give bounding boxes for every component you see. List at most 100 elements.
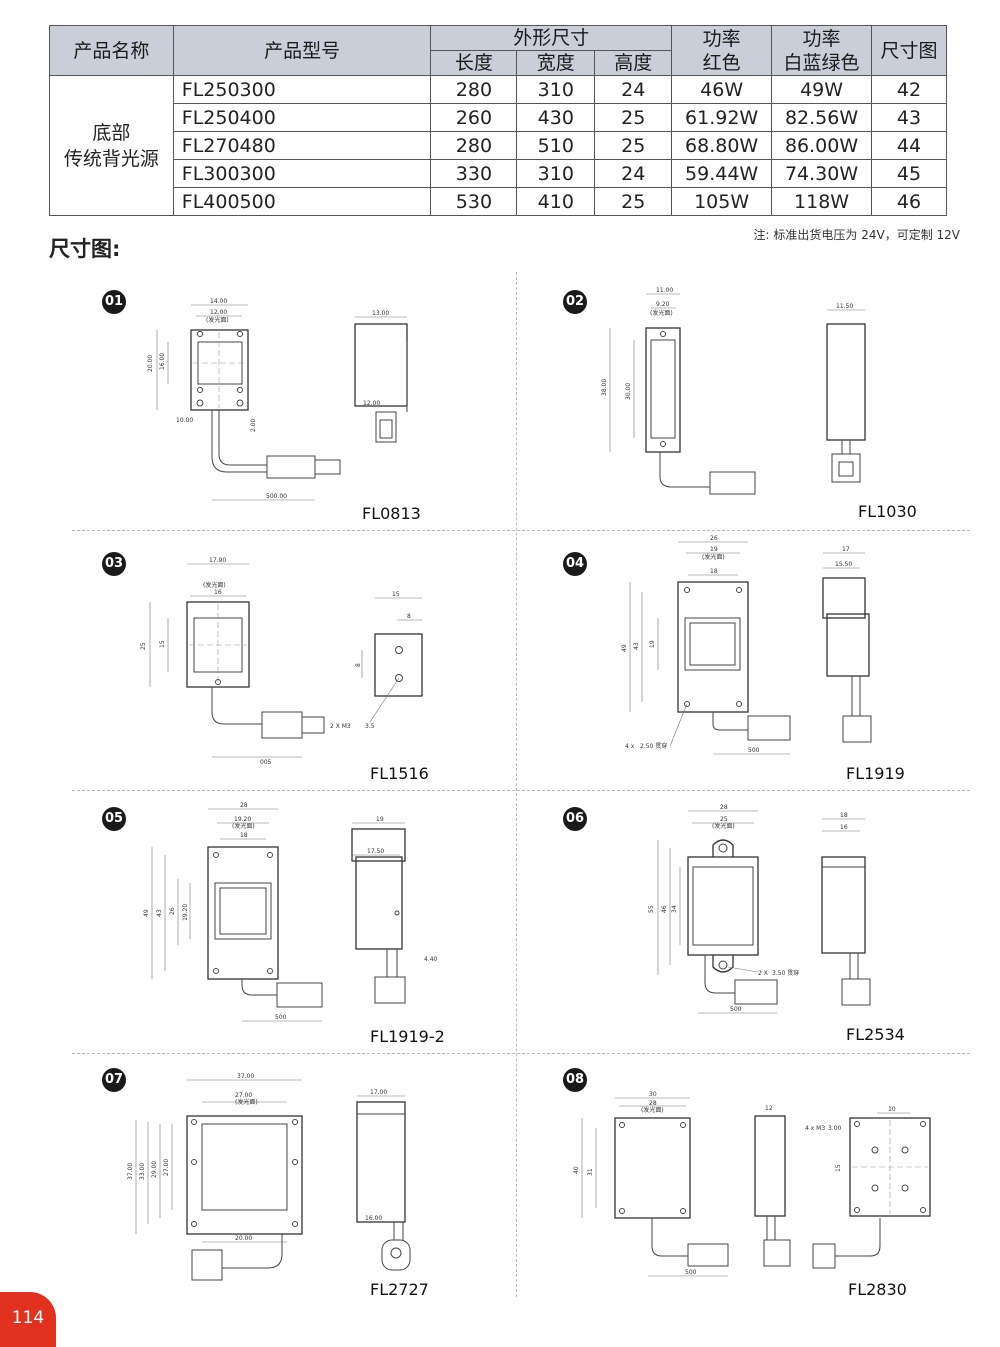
dim-label: 37.00: [127, 1163, 134, 1180]
dim-label: (发光面): [702, 553, 725, 561]
dim-label: 3.50 贯穿: [772, 969, 799, 977]
dim-label: 30: [649, 1091, 657, 1098]
dim-label: 4 x M3: [805, 1125, 825, 1132]
dim-label: 18: [710, 568, 718, 575]
cell-power-wbg: 74.30W: [771, 159, 873, 188]
dim-label: (发光面): [712, 822, 735, 830]
dim-label: 12.00: [210, 309, 227, 316]
dim-label: (发光面): [232, 822, 255, 830]
cell-height: 24: [594, 75, 673, 104]
dim-label: 4 x: [625, 743, 635, 750]
dim-label: 005: [260, 759, 272, 766]
dim-label: 2.50 贯穿: [640, 742, 667, 750]
dim-label: 500: [275, 1014, 287, 1021]
header-power-wbg-l2: 白蓝绿色: [783, 51, 860, 74]
dim-label: 11.00: [656, 287, 673, 294]
dim-label: 27.00: [163, 1159, 170, 1176]
dim-label: 17.50: [367, 848, 384, 855]
table-row: FL270480 280 510 25 68.80W 86.00W 44: [50, 131, 947, 160]
dim-label: 33.00: [139, 1163, 146, 1180]
dim-label: 10: [888, 1106, 896, 1113]
dim-label: 38.00: [601, 379, 608, 396]
dim-label: 18: [840, 812, 848, 819]
dim-label: 2.00: [250, 418, 257, 432]
dim-label: 17.90: [209, 557, 226, 564]
dim-label: 49: [143, 909, 150, 917]
dim-label: 25: [720, 816, 728, 823]
table-row: FL300300 330 310 24 59.44W 74.30W 45: [50, 159, 947, 188]
dim-label: 19: [376, 816, 384, 823]
grid-divider-row-3: [72, 1053, 970, 1054]
cell-power-red: 61.92W: [671, 103, 773, 132]
header-outline: 外形尺寸: [430, 25, 673, 51]
dim-label: 10.00: [176, 417, 193, 424]
cell-height: 25: [594, 103, 673, 132]
dim-label: 28: [240, 802, 248, 809]
drawing-panel-03: 03 17.90 (发光面) 16 25 15 005 15 8 8 2 X M…: [72, 532, 512, 788]
dim-label: 18: [240, 832, 248, 839]
dim-label: 8: [407, 613, 411, 620]
cell-power-red: 68.80W: [671, 131, 773, 160]
header-height: 高度: [594, 50, 673, 76]
grid-divider-row-1: [72, 530, 970, 531]
cell-length: 280: [430, 131, 518, 160]
dim-label: 31: [587, 1168, 594, 1176]
drawing-panel-08: 08 30 28 (发光面) 40 31 500 12 4 x M3 3.00 …: [530, 1058, 970, 1314]
cell-width: 310: [516, 159, 596, 188]
model-label: FL1919: [846, 764, 905, 783]
cell-power-red: 105W: [671, 187, 773, 216]
model-label: FL1919-2: [370, 1027, 445, 1046]
grid-divider-row-2: [72, 790, 970, 791]
dim-label: (发光面): [206, 316, 229, 324]
dim-label: 49: [621, 644, 628, 652]
dim-label: 500: [748, 747, 760, 754]
dim-label: 2 X M3: [330, 723, 351, 730]
model-label: FL0813: [362, 504, 421, 523]
header-power-red-l1: 功率: [702, 27, 741, 50]
dim-label: 11.50: [836, 303, 853, 310]
dim-label: 9.20: [656, 301, 670, 308]
cell-length: 530: [430, 187, 518, 216]
dim-label: 37.00: [237, 1073, 254, 1080]
cell-model: FL250300: [172, 75, 432, 104]
dim-label: 28: [649, 1100, 657, 1107]
dim-label: 15: [835, 1164, 842, 1172]
drawing-number-badge: 02: [563, 290, 587, 314]
model-label: FL1030: [858, 502, 917, 521]
cell-page: 46: [871, 187, 947, 216]
category-cell: 底部传统背光源: [49, 75, 174, 216]
drawing-number-badge: 07: [102, 1068, 126, 1092]
model-label: FL1516: [370, 764, 429, 783]
header-power-red: 功率红色: [671, 25, 773, 76]
cell-length: 260: [430, 103, 518, 132]
drawing-panel-02: 02 11.00 9.20 (发光面) 38.00 30.00 11.50 FL…: [530, 272, 970, 528]
dim-label: 19: [649, 640, 656, 648]
cell-model: FL250400: [172, 103, 432, 132]
cell-model: FL400500: [172, 187, 432, 216]
category-l1: 底部: [92, 121, 131, 144]
header-drawing: 尺寸图: [871, 25, 947, 76]
drawing-number-badge: 06: [563, 807, 587, 831]
dim-label: 15: [159, 640, 166, 648]
cell-length: 330: [430, 159, 518, 188]
dim-label: 2 X: [758, 970, 768, 977]
cell-page: 43: [871, 103, 947, 132]
cell-height: 25: [594, 131, 673, 160]
header-name: 产品名称: [49, 25, 174, 76]
technical-drawing-fl0813: 14.00 12.00 (发光面) 20.00 16.00 10.00 2.00…: [147, 298, 408, 501]
drawing-panel-07: 07 37.00 27.00 (发光面) 37.00 33.00 29.00 2…: [72, 1058, 512, 1314]
model-label: FL2534: [846, 1025, 905, 1044]
cell-width: 410: [516, 187, 596, 216]
header-model: 产品型号: [172, 25, 432, 76]
cell-page: 42: [871, 75, 947, 104]
dim-label: (发光面): [235, 1098, 258, 1106]
dim-label: 500.00: [266, 493, 287, 500]
drawing-panel-05: 05 28 19.20 (发光面) 18 49 43 26 19.20 500 …: [72, 795, 512, 1051]
dim-label: 12: [765, 1105, 773, 1112]
cell-power-wbg: 82.56W: [771, 103, 873, 132]
dim-label: 20.00: [235, 1235, 252, 1242]
dim-label: 3.5: [365, 723, 375, 730]
dim-label: 26: [710, 535, 718, 542]
dim-label: 27.00: [235, 1092, 252, 1099]
table-row: 底部传统背光源 FL250300 280 310 24 46W 49W 42: [49, 75, 947, 216]
